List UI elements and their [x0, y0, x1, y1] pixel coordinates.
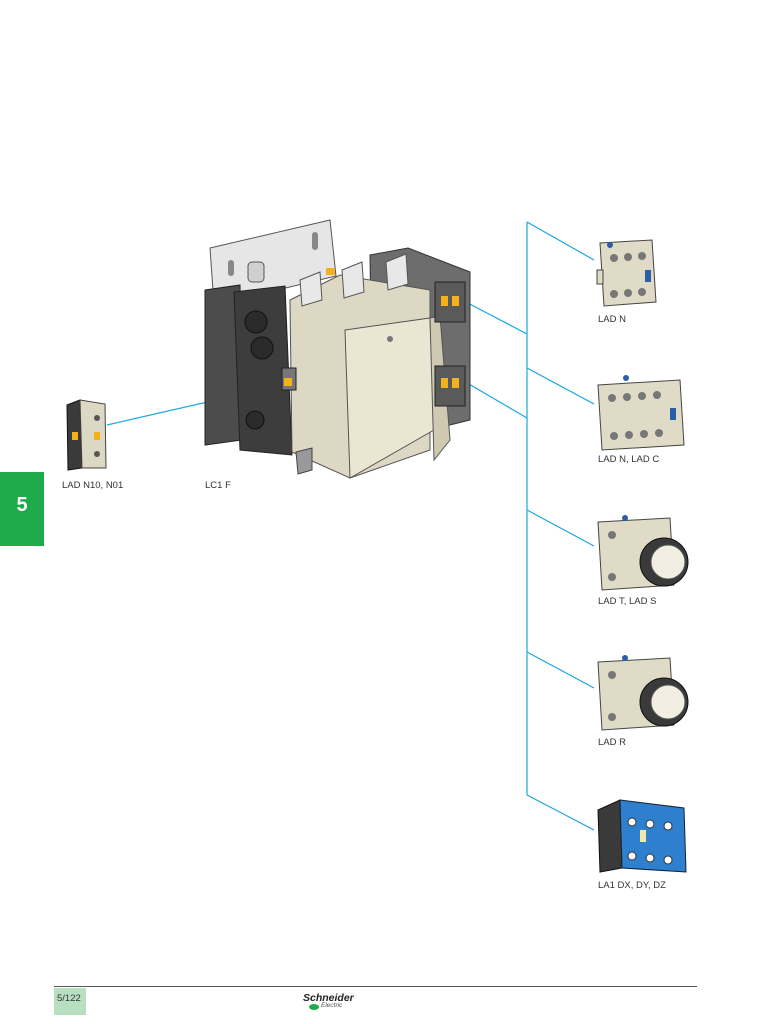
label-lad-n-lad-c: LAD N, LAD C [598, 454, 660, 465]
module-lad-n-illustration [596, 239, 657, 307]
module-lad-t-s-illustration [597, 515, 689, 591]
page-number: 5/122 [57, 993, 81, 1004]
brand-name: Schneider [303, 992, 354, 1004]
contactor-lc1f-illustration [204, 219, 471, 479]
label-lc1f: LC1 F [205, 480, 231, 491]
label-la1-dx-dy-dz: LA1 DX, DY, DZ [598, 880, 666, 891]
brand-mark-icon [309, 1004, 319, 1010]
connector-contactor-bottom [461, 379, 528, 419]
chapter-tab: 5 [0, 472, 44, 546]
connector-contactor-top [461, 299, 528, 335]
connector-lad-n [526, 221, 595, 261]
label-lad-n10-n01: LAD N10, N01 [62, 480, 124, 491]
label-lad-n: LAD N [598, 314, 626, 325]
module-lad-r-illustration [597, 655, 689, 731]
connector-la1 [526, 794, 595, 831]
footer-rule [54, 986, 697, 987]
connector-lad-n-c [526, 367, 595, 405]
brand-logo: Schneider Electric [303, 992, 363, 1014]
connector-lines [106, 221, 595, 831]
chapter-number: 5 [16, 494, 28, 516]
brand-sub: Electric [321, 1002, 343, 1009]
label-lad-t-lad-s: LAD T, LAD S [598, 596, 657, 607]
module-la1-dx-illustration [597, 799, 687, 873]
connector-lad-r [526, 651, 595, 689]
label-lad-r: LAD R [598, 737, 626, 748]
module-lad-n-c-illustration [597, 375, 685, 451]
connector-lad-t-s [526, 509, 595, 547]
module-lad-n10-illustration [66, 399, 107, 471]
page-number-box: 5/122 [54, 988, 86, 1015]
